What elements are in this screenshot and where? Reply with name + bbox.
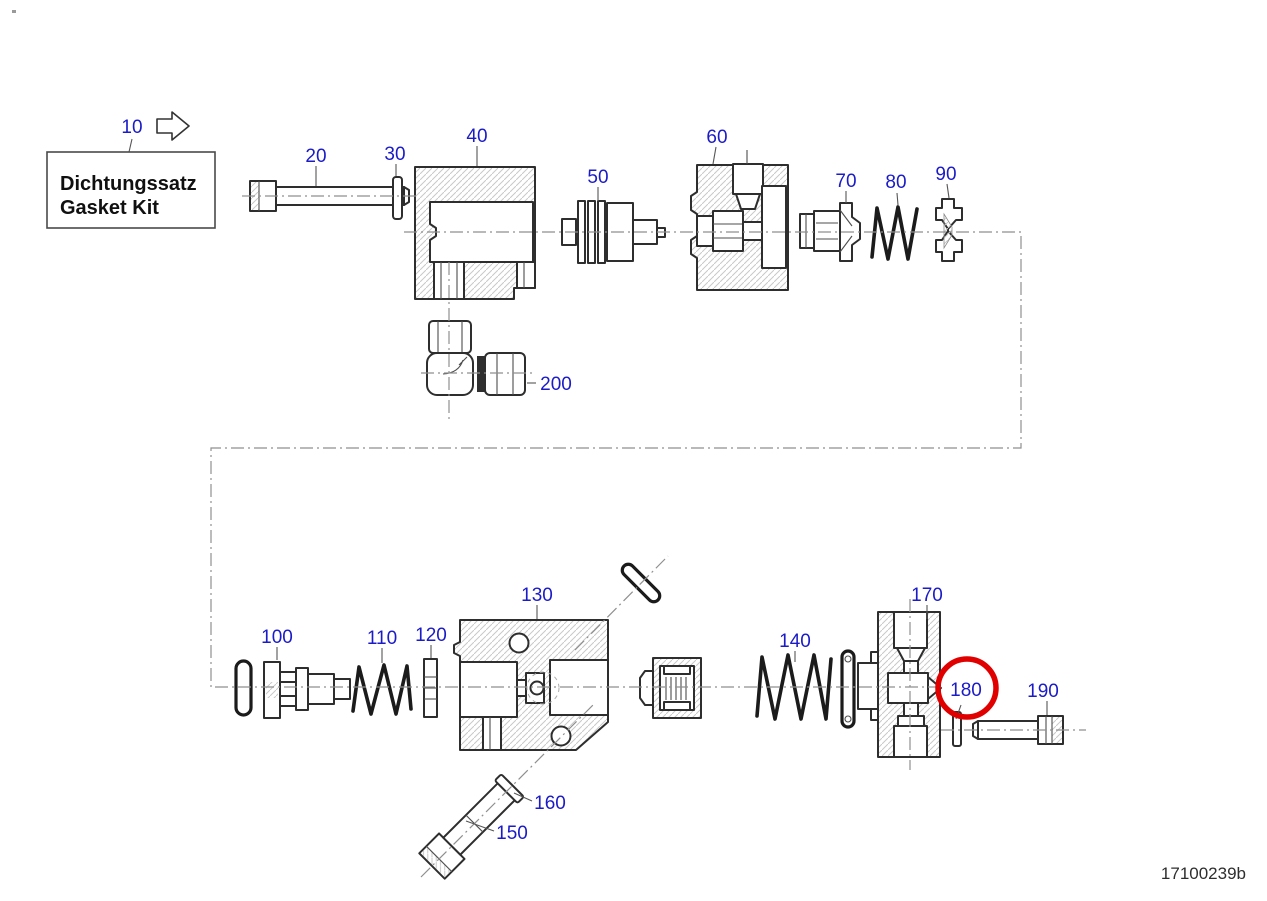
part-80-spring — [870, 205, 919, 261]
part-oring-left — [234, 659, 253, 717]
callout-30: 30 — [384, 144, 405, 165]
callout-labels: 10 20 30 40 50 60 70 80 90 100 110 120 1… — [121, 117, 1058, 844]
callout-10: 10 — [121, 117, 142, 138]
part-110-spring — [351, 663, 413, 716]
callout-170: 170 — [911, 585, 943, 606]
scan-artifact-dot — [12, 10, 16, 13]
leader-lines — [128, 138, 1048, 832]
gasket-kit-label-de: Dichtungssatz — [60, 173, 197, 195]
part-200-elbow-fitting — [426, 320, 526, 396]
part-30-washer — [392, 176, 403, 220]
callout-60: 60 — [706, 127, 727, 148]
part-70-valve-guide — [799, 202, 861, 262]
callout-20: 20 — [305, 146, 326, 167]
gasket-kit-label-en: Gasket Kit — [60, 197, 159, 219]
callout-100: 100 — [261, 627, 293, 648]
callout-190: 190 — [1027, 681, 1059, 702]
callout-110: 110 — [367, 628, 397, 649]
part-120-slotted-seat — [423, 658, 438, 718]
centerlines — [210, 195, 1086, 878]
callout-200: 200 — [540, 374, 572, 395]
callout-180: 180 — [950, 680, 982, 701]
part-180-washer — [952, 711, 962, 747]
callout-70: 70 — [835, 171, 856, 192]
part-40-valve-housing — [414, 166, 536, 300]
callout-150: 150 — [496, 823, 528, 844]
callout-50: 50 — [587, 167, 608, 188]
part-130-manifold-block — [453, 619, 609, 751]
callout-80: 80 — [885, 172, 906, 193]
gasket-kit-box — [46, 151, 216, 229]
callout-40: 40 — [466, 126, 487, 147]
part-cartridge-insert — [639, 657, 702, 719]
part-60-valve-body — [690, 150, 789, 291]
callout-140: 140 — [779, 631, 811, 652]
part-90-spring-seat — [935, 198, 963, 262]
part-100-poppet — [263, 661, 351, 719]
highlight-circle-180 — [935, 656, 999, 720]
callout-90: 90 — [935, 164, 956, 185]
callout-120: 120 — [415, 625, 447, 646]
part-170-end-housing — [857, 611, 942, 758]
right-arrow-icon — [156, 111, 190, 141]
callout-160: 160 — [534, 793, 566, 814]
doc-number: 17100239b — [1161, 864, 1246, 883]
part-oring-right — [840, 649, 856, 729]
callout-130: 130 — [521, 585, 553, 606]
